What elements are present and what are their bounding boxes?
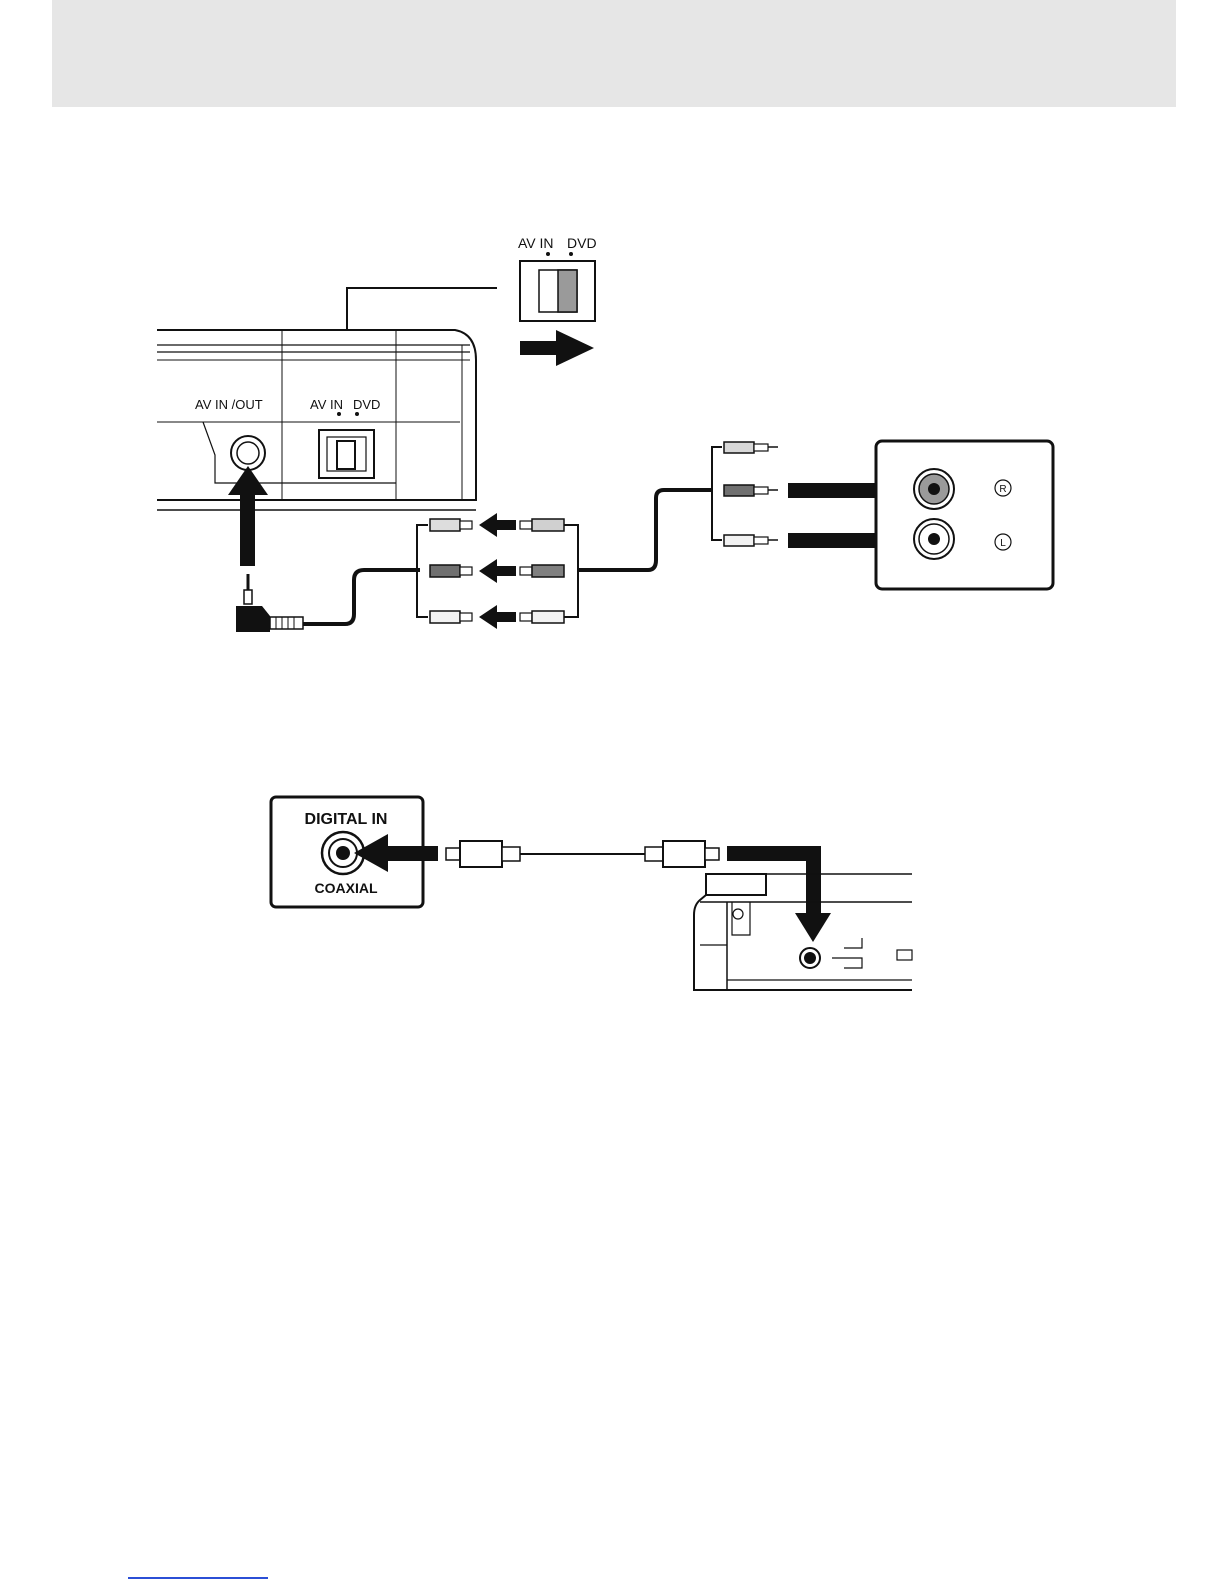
right-rca-plug-bottom xyxy=(520,611,564,623)
small-left-arrows xyxy=(479,513,516,629)
player-coaxial-out-socket xyxy=(800,948,820,968)
mini-jack-plug xyxy=(236,574,303,632)
tv-splitter-bracket xyxy=(712,447,722,540)
diagram-av-connection: AV IN DVD AV IN /OUT A xyxy=(157,235,1053,632)
coaxial-label: COAXIAL xyxy=(315,880,378,896)
callout-av-in-label: AV IN xyxy=(518,235,554,251)
left-channel-symbol: L xyxy=(1000,538,1006,549)
coaxial-cable xyxy=(446,841,719,867)
callout-dvd-label: DVD xyxy=(567,235,597,251)
left-audio-socket xyxy=(914,519,954,559)
digital-in-label: DIGITAL IN xyxy=(305,811,388,828)
left-rca-plug-top xyxy=(430,519,472,531)
tv-audio-input-panel: R L xyxy=(876,441,1053,589)
tv-rca-plug-bottom xyxy=(724,535,778,546)
diagram-digital-connection: DIGITAL IN COAXIAL xyxy=(271,797,912,990)
player-rear-panel xyxy=(694,874,912,990)
footer-link-underline xyxy=(128,1577,268,1579)
right-rca-plug-middle xyxy=(520,565,564,577)
tv-rca-plug-top xyxy=(724,442,778,453)
player-switch-av-in-label: AV IN xyxy=(310,397,343,412)
right-rca-plug-top xyxy=(520,519,564,531)
player-av-in-out-label: AV IN /OUT xyxy=(195,397,263,412)
source-switch xyxy=(319,430,374,478)
right-audio-socket xyxy=(914,469,954,509)
callout-switch-knob xyxy=(558,270,577,312)
left-rca-plug-bottom xyxy=(430,611,472,623)
right-splitter-bracket xyxy=(564,525,578,617)
av-in-out-jack xyxy=(231,436,265,470)
left-rca-plug-middle xyxy=(430,565,472,577)
tv-rca-plug-middle xyxy=(724,485,778,496)
player-side-panel: AV IN /OUT AV IN DVD xyxy=(157,330,476,510)
callout-slide-arrow xyxy=(520,330,594,366)
right-channel-symbol: R xyxy=(999,484,1006,495)
rca-cable xyxy=(578,490,712,570)
player-switch-dvd-label: DVD xyxy=(353,397,380,412)
mini-jack-cable xyxy=(303,570,420,624)
